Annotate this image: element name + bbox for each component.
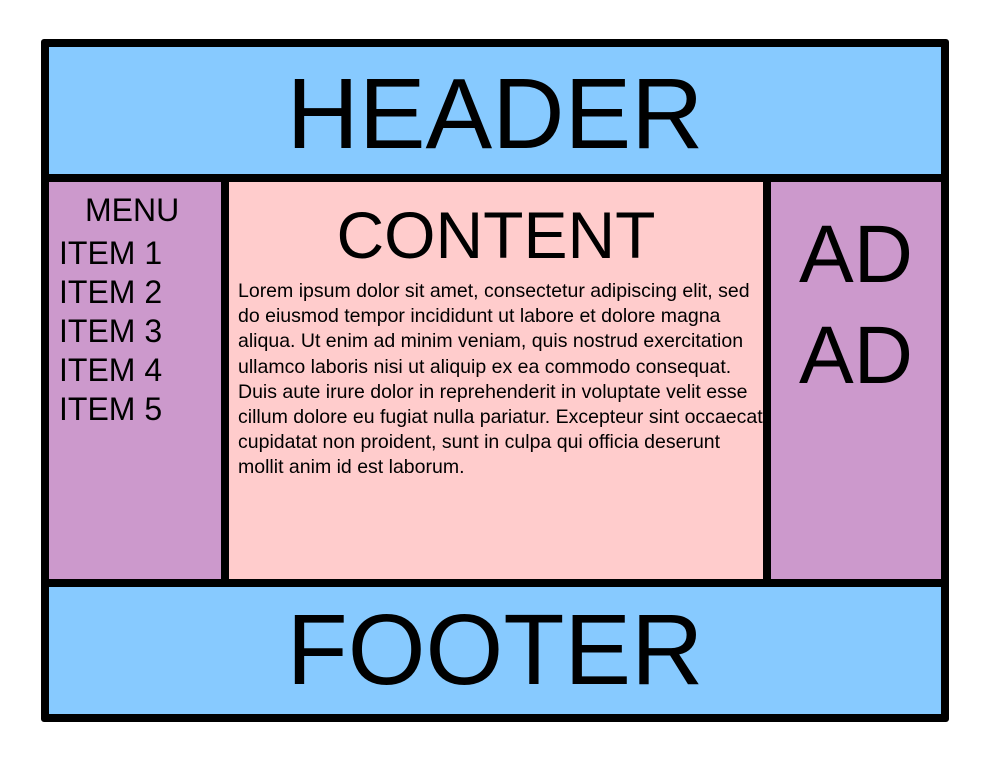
menu-item-3[interactable]: ITEM 3	[59, 313, 163, 349]
sidebar-menu: MENU ITEM 1 ITEM 2 ITEM 3 ITEM 4 ITEM 5	[41, 174, 229, 587]
header-region: HEADER	[41, 39, 949, 182]
content-body-text: Lorem ipsum dolor sit amet, consectetur …	[238, 280, 763, 479]
footer-title: FOOTER	[286, 593, 704, 706]
menu-item-2[interactable]: ITEM 2	[59, 274, 163, 310]
menu-item-4[interactable]: ITEM 4	[59, 352, 163, 388]
footer-region: FOOTER	[41, 579, 949, 722]
ad-label-1: AD	[799, 209, 913, 300]
ad-label-2: AD	[799, 310, 913, 401]
menu-item-1[interactable]: ITEM 1	[59, 235, 163, 271]
ad-region: AD AD	[763, 174, 949, 587]
content-title: CONTENT	[336, 198, 656, 272]
header-title: HEADER	[286, 57, 704, 170]
menu-item-5[interactable]: ITEM 5	[59, 391, 163, 427]
menu-heading: MENU	[85, 192, 180, 228]
content-region: CONTENT Lorem ipsum dolor sit amet, cons…	[221, 174, 771, 587]
menu-list: ITEM 1 ITEM 2 ITEM 3 ITEM 4 ITEM 5	[59, 234, 162, 429]
